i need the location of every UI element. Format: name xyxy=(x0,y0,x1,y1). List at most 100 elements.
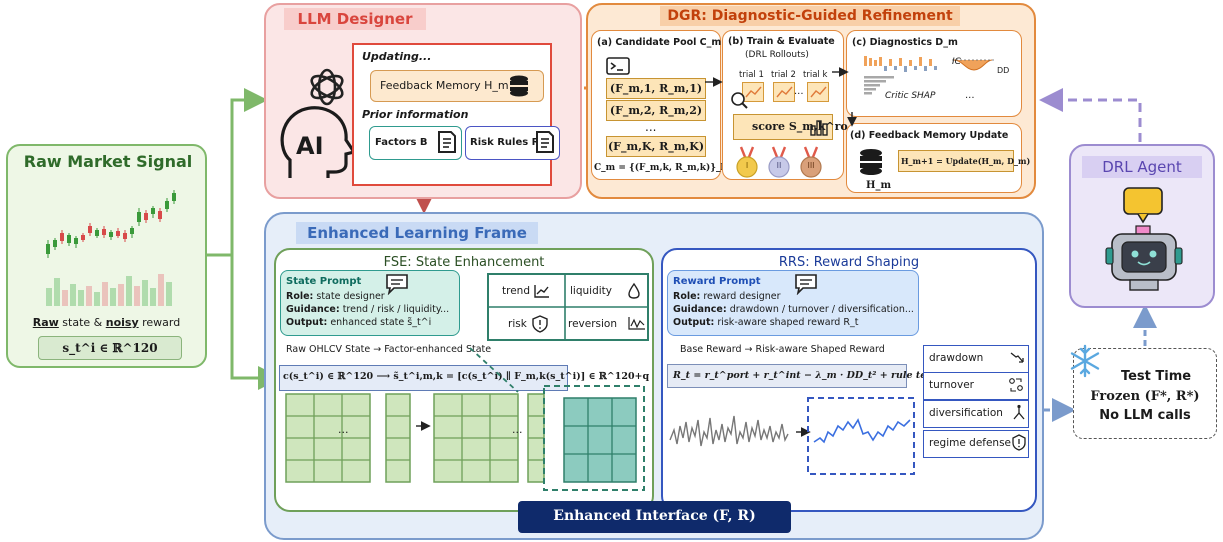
ic-label: IC xyxy=(952,57,961,67)
drl-agent-title: DRL Agent xyxy=(1082,156,1202,178)
grid-ellipsis: ... xyxy=(338,423,349,436)
test-time-line: Test Time xyxy=(1120,369,1192,384)
memory-database-icon xyxy=(860,149,882,175)
factors-label: Factors B xyxy=(375,137,428,148)
factor-reversion: reversion xyxy=(568,318,618,330)
reward-prompt-output: Output: risk-aware shaped reward R_t xyxy=(673,317,858,328)
frozen-line: Frozen (F*, R*) xyxy=(1090,389,1200,404)
rule-regime-defense-box xyxy=(923,430,1029,458)
pool-formula: C_m = {(F_m,k, R_m,k)}_k=1^K xyxy=(594,163,756,173)
role-value: state designer xyxy=(313,291,385,302)
state-prompt-title: State Prompt xyxy=(286,276,362,287)
no-llm-line: No LLM calls xyxy=(1099,408,1191,423)
reward-chat-bubble-icon xyxy=(795,274,817,295)
ai-head-icon: AI xyxy=(280,106,354,178)
trend-chart-icon xyxy=(534,285,549,298)
fse-transition-text: Raw OHLCV State → Factor-enhanced State xyxy=(286,344,492,355)
medal-bronze-label: III xyxy=(807,161,815,170)
branch-icon xyxy=(1013,404,1025,420)
raw-state-formula: s_t^i ∈ ℝ^120 xyxy=(38,336,182,360)
reward-prompt-title: Reward Prompt xyxy=(673,276,761,287)
noisy-word: noisy xyxy=(105,316,139,329)
rrs-formula: R_t = r_t^port + r_t^int − λ_m · DD_t² +… xyxy=(673,370,947,381)
fse-title: FSE: State Enhancement xyxy=(383,255,545,270)
fse-formula: c(s_t^i) ∈ ℝ^120 ⟶ s̃_t^i,m,k = [c(s_t^i… xyxy=(283,371,650,382)
dgr-title: DGR: Diagnostic-Guided Refinement xyxy=(660,6,960,26)
output-key: Output: xyxy=(673,317,715,328)
hm-label: H_m xyxy=(866,180,892,191)
pool-item: (F_m,1, R_m,1) xyxy=(606,78,706,99)
reward-prompt-guidance: Guidance: drawdown / turnover / diversif… xyxy=(673,304,914,315)
update-formula: H_m+1 = Update(H_m, D_m) xyxy=(901,156,1031,166)
updating-box xyxy=(352,43,552,186)
medals-icon xyxy=(736,146,822,178)
pool-ellipsis: ... xyxy=(645,120,657,134)
chat-bubble-icon xyxy=(386,274,408,295)
shield-alert-icon xyxy=(532,315,548,333)
rrs-formula-box xyxy=(667,364,907,388)
train-evaluate-label: (b) Train & Evaluate xyxy=(728,36,835,47)
trial-label: trial 1 xyxy=(739,70,764,80)
droplet-icon xyxy=(628,282,640,299)
rrs-transition-text: Base Reward → Risk-aware Shaped Reward xyxy=(680,344,885,355)
diagnostics-box xyxy=(846,30,1022,117)
raw-market-signal-panel: Raw Market Signal xyxy=(6,144,207,368)
guidance-value: trend / risk / liquidity... xyxy=(339,304,450,315)
guidance-key: Guidance: xyxy=(673,304,727,315)
reward-prompt-box xyxy=(667,270,919,336)
raw-panel-title: Raw Market Signal xyxy=(23,152,193,171)
database-icon xyxy=(510,75,528,97)
train-evaluate-sublabel: (DRL Rollouts) xyxy=(745,50,809,60)
rule-regime-defense-label: regime defense xyxy=(929,437,1012,449)
rule-turnover-box xyxy=(923,372,1029,400)
diag-to-update-arrow xyxy=(847,112,857,127)
rule-drawdown-label: drawdown xyxy=(929,352,984,364)
update-formula-box xyxy=(898,150,1014,172)
medal-gold-label: I xyxy=(745,161,749,170)
reward-signal-illustration xyxy=(669,397,915,475)
terminal-icon xyxy=(606,57,630,75)
state-prompt-box xyxy=(280,270,460,336)
caption-mid: state & xyxy=(58,316,106,329)
raw-word: Raw xyxy=(32,316,59,329)
openai-logo-icon xyxy=(310,68,344,106)
trial-label: trial k xyxy=(803,70,828,80)
elf-title: Enhanced Learning Frame xyxy=(296,222,538,244)
medal-silver-label: II xyxy=(776,161,782,170)
candidate-pool-label: (a) Candidate Pool C_m xyxy=(597,37,722,48)
trial-curves-icon xyxy=(745,86,827,98)
prior-info-label: Prior information xyxy=(362,108,469,121)
pool-item: (F_m,2, R_m,2) xyxy=(606,100,706,121)
rule-diversification-label: diversification xyxy=(929,407,1003,419)
guidance-key: Guidance: xyxy=(286,304,340,315)
factor-risk: risk xyxy=(508,318,527,330)
bar-chart-icon xyxy=(810,120,828,136)
factor-grid xyxy=(487,273,649,341)
raw-caption: Raw state & noisy reward xyxy=(8,316,205,329)
dd-label: DD xyxy=(997,66,1010,75)
enhanced-interface-label: Enhanced Interface (F, R) xyxy=(553,508,756,524)
rules-doc-icon xyxy=(536,131,554,153)
robot-icon xyxy=(1105,187,1183,291)
pool-item: (F_m,K, R_m,K) xyxy=(606,136,706,157)
dgr-internal-arrows xyxy=(705,67,849,87)
reward-prompt-role: Role: reward designer xyxy=(673,291,781,302)
factor-trend: trend xyxy=(502,285,530,297)
snowflake-icon xyxy=(1070,344,1100,378)
feedback-memory-box xyxy=(370,70,544,102)
factor-liquidity: liquidity xyxy=(570,285,612,297)
rule-turnover-label: turnover xyxy=(929,379,974,391)
grid-ellipsis: ... xyxy=(512,423,523,436)
diagnostics-ellipsis: ... xyxy=(965,90,975,101)
state-prompt-role: Role: state designer xyxy=(286,291,385,302)
role-key: Role: xyxy=(286,291,314,302)
fse-formula-box xyxy=(279,365,568,391)
enhanced-interface-box xyxy=(518,501,791,533)
people-swap-icon xyxy=(1009,378,1023,392)
svg-text:AI: AI xyxy=(296,132,324,160)
feedback-memory-label: Feedback Memory H_m xyxy=(380,79,509,92)
arrow-raw-to-fse xyxy=(207,253,282,390)
state-prompt-output: Output: enhanced state s̃_t^i xyxy=(286,317,431,328)
role-value: reward designer xyxy=(700,291,781,302)
